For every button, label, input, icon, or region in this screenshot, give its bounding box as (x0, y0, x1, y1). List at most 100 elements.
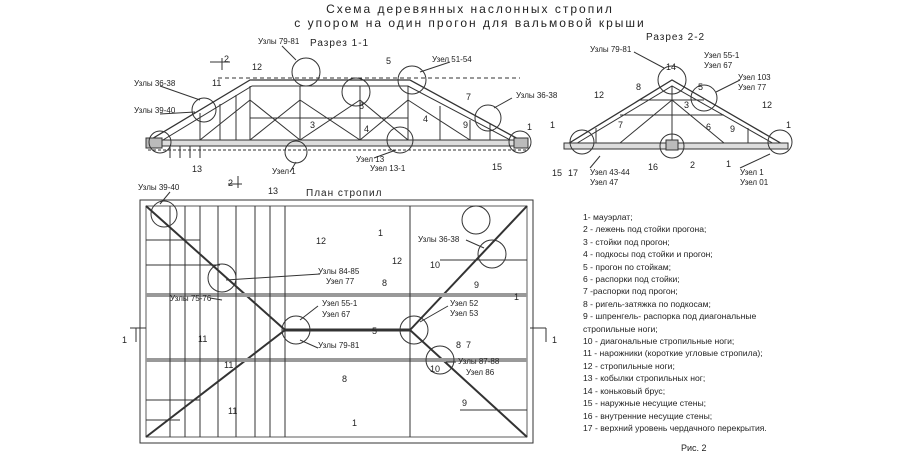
section-1-1 (145, 45, 532, 188)
title-line-1: Схема деревянных наслонных стропил (326, 2, 614, 16)
legend-item: стропильные ноги; (583, 323, 658, 334)
p-nodes-39-40: Узлы 39-40 (138, 183, 180, 192)
p-node-86: Узел 86 (466, 368, 495, 377)
svg-text:5: 5 (698, 82, 703, 92)
svg-text:8: 8 (342, 374, 347, 384)
s1-nodes-39-40: Узлы 39-40 (134, 106, 176, 115)
s2-nodes-79-81: Узлы 79-81 (590, 45, 632, 54)
svg-text:12: 12 (252, 62, 262, 72)
svg-text:12: 12 (316, 236, 326, 246)
svg-text:2: 2 (224, 54, 229, 64)
svg-text:14: 14 (666, 62, 676, 72)
legend-item: 14 - коньковый брус; (583, 385, 666, 396)
svg-text:10: 10 (430, 364, 440, 374)
p-nodes-36-38: Узлы 36-38 (418, 235, 460, 244)
p-nodes-79-81: Узлы 79-81 (318, 341, 360, 350)
svg-text:11: 11 (198, 334, 207, 344)
svg-text:9: 9 (462, 398, 467, 408)
title-line-2: с упором на один прогон для вальмовой кр… (294, 16, 646, 30)
legend-item: 2 - лежень под стойки прогона; (583, 224, 707, 235)
s1-node-13-1: Узел 13-1 (370, 164, 406, 173)
legend-item: 11 - нарожники (короткие угловые стропил… (583, 348, 763, 359)
svg-text:10: 10 (430, 260, 440, 270)
svg-text:8: 8 (382, 278, 387, 288)
legend-item: 5 - прогон по стойкам; (583, 261, 672, 272)
svg-text:5: 5 (386, 56, 391, 66)
s2-node-43-44: Узел 43-44 (590, 168, 630, 177)
svg-text:11: 11 (224, 360, 233, 370)
s1-node-1: Узел 1 (272, 167, 296, 176)
svg-text:13: 13 (268, 186, 278, 196)
s2-node-67: Узел 67 (704, 61, 733, 70)
legend-item: 9 - шпренгель- распорка под диагональные (583, 311, 757, 322)
legend-item: 3 - стойки под прогон; (583, 236, 670, 247)
s2-node-47: Узел 47 (590, 178, 619, 187)
figure-caption: Рис. 2 (681, 443, 707, 453)
p-nodes-87-88: Узлы 87-88 (458, 357, 500, 366)
rafter-plan (130, 191, 547, 444)
svg-text:1: 1 (552, 335, 557, 345)
svg-text:1: 1 (122, 335, 127, 345)
svg-text:1: 1 (514, 292, 519, 302)
legend-list: 1- мауэрлат; 2 - лежень под стойки прого… (583, 211, 903, 434)
legend-item: 7 -распорки под прогон; (583, 286, 678, 297)
svg-text:2: 2 (690, 160, 695, 170)
svg-text:9: 9 (463, 120, 468, 130)
svg-text:7: 7 (618, 120, 623, 130)
svg-text:15: 15 (552, 168, 562, 178)
svg-text:1: 1 (378, 228, 383, 238)
legend-item: 13 - кобылки стропильных ног; (583, 373, 706, 384)
p-node-67: Узел 67 (322, 310, 351, 319)
p-node-55-1: Узел 55-1 (322, 299, 358, 308)
section-2-2-label: Разрез 2-2 (646, 32, 705, 43)
svg-text:2: 2 (228, 178, 233, 188)
section-2-2 (563, 51, 793, 169)
p-nodes-75-76: Узлы 75-76 (170, 294, 212, 303)
svg-text:1: 1 (786, 120, 791, 130)
legend-item: 17 - верхний уровень чердачного перекрыт… (583, 422, 767, 433)
svg-text:1: 1 (527, 122, 532, 132)
svg-text:4: 4 (364, 124, 369, 134)
svg-text:3: 3 (310, 120, 315, 130)
legend-item: 15 - наружные несущие стены; (583, 398, 707, 409)
s1-nodes-36-38-right: Узлы 36-38 (516, 91, 558, 100)
svg-text:11: 11 (228, 406, 237, 416)
p-node-52: Узел 52 (450, 299, 479, 308)
svg-text:12: 12 (392, 256, 402, 266)
svg-text:15: 15 (492, 162, 502, 172)
svg-text:11: 11 (212, 78, 221, 88)
svg-text:8: 8 (636, 82, 641, 92)
s2-node-1: Узел 1 (740, 168, 764, 177)
p-node-77: Узел 77 (326, 277, 355, 286)
svg-text:16: 16 (648, 162, 658, 172)
legend-item: 4 - подкосы под стойки и прогон; (583, 249, 713, 260)
s1-nodes-36-38: Узлы 36-38 (134, 79, 176, 88)
svg-text:12: 12 (594, 90, 604, 100)
svg-text:7: 7 (466, 340, 471, 350)
s1-node-51-54: Узел 51-54 (432, 55, 472, 64)
svg-text:8: 8 (359, 101, 364, 111)
s1-nodes-79-81: Узлы 79-81 (258, 37, 300, 46)
svg-text:7: 7 (466, 92, 471, 102)
legend-item: 16 - внутренние несущие стены; (583, 410, 713, 421)
s1-node-13: Узел 13 (356, 155, 385, 164)
svg-text:8: 8 (456, 340, 461, 350)
plan-label: План стропил (306, 188, 382, 199)
svg-text:17: 17 (568, 168, 578, 178)
svg-text:9: 9 (474, 280, 479, 290)
legend-item: 8 - ригель-затяжка по подкосам; (583, 298, 711, 309)
legend-item: 6 - распорки под стойки; (583, 274, 680, 285)
s2-node-103: Узел 103 (738, 73, 771, 82)
s2-node-01: Узел 01 (740, 178, 769, 187)
legend-item: 1- мауэрлат; (583, 212, 633, 222)
s2-node-55-1: Узел 55-1 (704, 51, 740, 60)
svg-text:6: 6 (706, 122, 711, 132)
p-node-53: Узел 53 (450, 309, 479, 318)
svg-text:1: 1 (352, 418, 357, 428)
p-nodes-84-85: Узлы 84-85 (318, 267, 360, 276)
svg-text:12: 12 (762, 100, 772, 110)
